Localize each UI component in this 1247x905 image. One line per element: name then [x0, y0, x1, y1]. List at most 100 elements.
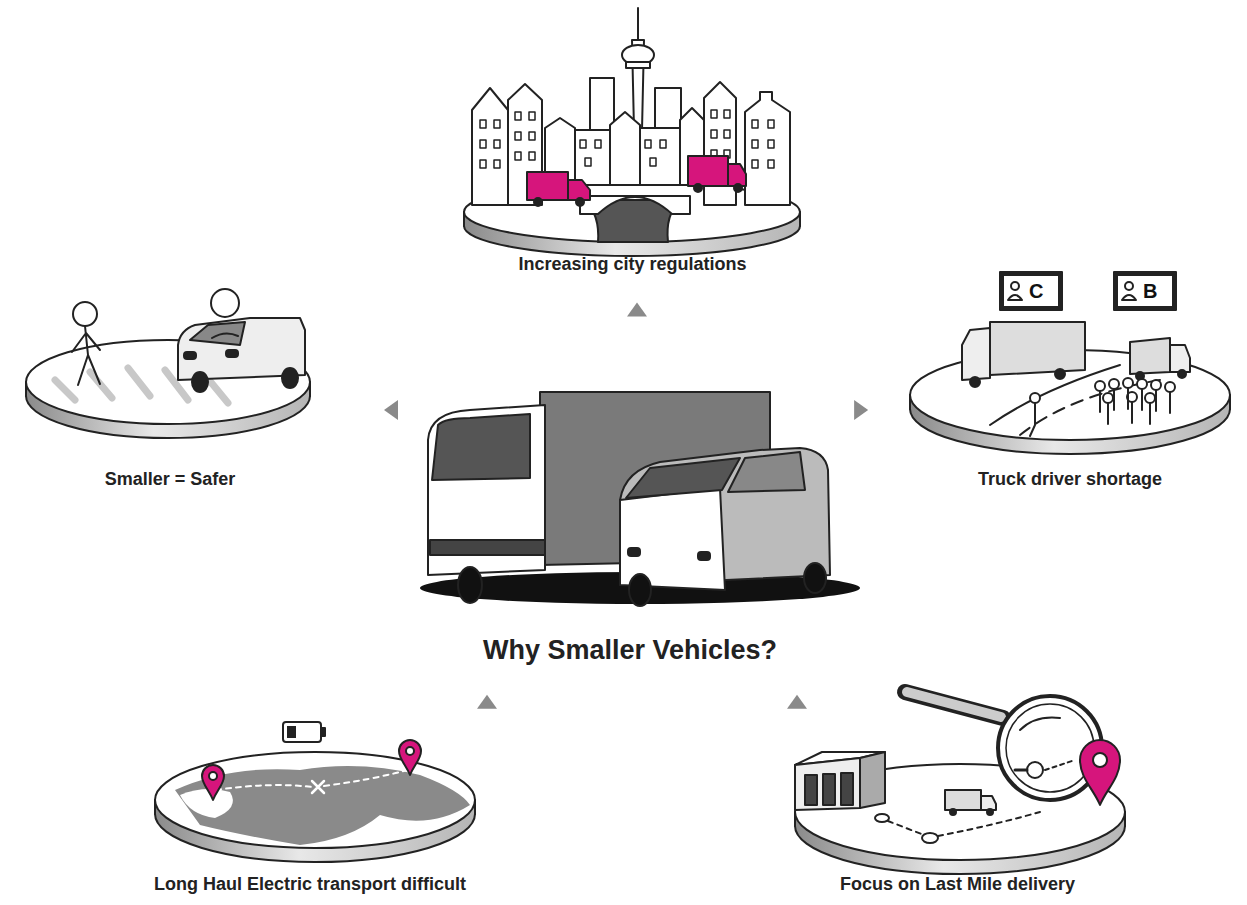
driver-shortage-illustration	[1095, 381, 1105, 391]
vehicles-illustration	[626, 458, 740, 498]
city-illustration	[480, 110, 774, 168]
last-mile-illustration	[987, 809, 993, 815]
last-mile-illustration	[795, 692, 1125, 874]
city-illustration	[626, 62, 650, 68]
last-mile-illustration	[823, 774, 835, 805]
safety-illustration	[211, 289, 239, 317]
city-illustration	[688, 156, 728, 186]
last-mile-illustration	[905, 692, 1003, 718]
last-mile-illustration	[875, 814, 889, 822]
last-mile-illustration	[1080, 740, 1120, 805]
last-mile-illustration	[1045, 760, 1075, 770]
driver-shortage-illustration	[1020, 380, 1160, 435]
driver-shortage-illustration	[1145, 393, 1155, 403]
city-illustration	[494, 160, 500, 168]
safety-illustration	[282, 368, 298, 388]
driver-shortage-illustration	[1125, 282, 1133, 290]
city-illustration	[515, 132, 521, 140]
long-haul-map-illustration	[180, 789, 233, 818]
illustration	[26, 8, 1230, 874]
vehicles-illustration	[428, 405, 545, 575]
long-haul-map-illustration	[209, 772, 217, 780]
city-illustration	[637, 8, 639, 40]
direction-arrow	[627, 302, 647, 316]
central-topic: Why Smaller Vehicles?	[420, 385, 840, 670]
city-illustration	[494, 140, 500, 148]
city-illustration	[645, 140, 651, 148]
city-illustration	[745, 92, 790, 205]
arrow-triangle	[787, 695, 807, 709]
city-illustration	[580, 196, 690, 214]
city-illustration	[568, 180, 590, 200]
driver-shortage-illustration	[1118, 276, 1172, 306]
driver-shortage-illustration	[1095, 378, 1175, 403]
arrow-triangle	[384, 400, 398, 420]
city-illustration	[576, 198, 584, 206]
driver-shortage-illustration	[1000, 272, 1062, 310]
driver-shortage-illustration	[1030, 403, 1035, 436]
last-mile-illustration	[907, 692, 1001, 717]
city-illustration	[580, 140, 586, 148]
vehicles-illustration	[430, 540, 545, 555]
driver-shortage-illustration	[1103, 393, 1113, 403]
reason-platform: Long Haul Electric transport difficult	[105, 715, 515, 900]
city-illustration	[711, 130, 717, 138]
vehicles-illustration	[432, 414, 530, 480]
driver-shortage-illustration	[1011, 282, 1019, 290]
last-mile-illustration	[945, 790, 981, 810]
city-illustration	[472, 88, 508, 205]
city-illustration	[480, 160, 486, 168]
driver-shortage-illustration	[1170, 345, 1190, 372]
last-mile-illustration	[795, 758, 860, 810]
driver-shortage-illustration	[1178, 370, 1186, 378]
city-illustration	[464, 8, 800, 256]
last-mile-illustration	[1015, 769, 1027, 772]
driver-shortage-illustration	[1130, 338, 1170, 374]
city-illustration	[515, 152, 521, 160]
city-illustration	[529, 152, 535, 160]
last-mile-illustration	[888, 821, 924, 835]
driver-shortage-illustration	[1137, 379, 1147, 389]
vehicles-illustration	[698, 552, 710, 560]
safety-illustration	[72, 326, 100, 385]
city-illustration	[752, 140, 758, 148]
city-illustration	[728, 164, 746, 186]
safety-illustration	[226, 350, 238, 357]
vehicles-illustration	[420, 392, 860, 606]
city-illustration	[724, 110, 730, 118]
vehicles-illustration	[458, 567, 482, 603]
city-illustration	[768, 160, 774, 168]
safety-illustration	[26, 289, 310, 438]
last-mile-illustration	[841, 773, 853, 805]
driver-shortage-illustration	[962, 328, 990, 380]
city-illustration	[660, 140, 666, 148]
city-illustration	[480, 120, 486, 128]
driver-shortage-illustration	[1030, 393, 1040, 403]
driver-shortage-illustration	[990, 322, 1085, 375]
long-haul-map-illustration	[321, 728, 325, 736]
city-illustration	[534, 198, 542, 206]
last-mile-illustration	[860, 752, 885, 808]
last-mile-illustration	[1006, 704, 1094, 792]
city-illustration	[694, 184, 702, 192]
vehicles-illustration	[628, 548, 640, 556]
safety-illustration	[192, 372, 208, 392]
reason-caption: Smaller = Safer	[105, 469, 236, 491]
driver-shortage-illustration	[970, 377, 980, 387]
city-illustration	[610, 112, 640, 185]
driver-shortage-illustration	[1055, 369, 1065, 379]
driver-shortage-illustration	[1151, 380, 1161, 390]
long-haul-map-illustration	[202, 765, 224, 800]
arrow-triangle	[854, 400, 868, 420]
city-illustration	[529, 132, 535, 140]
last-mile-illustration	[950, 809, 956, 815]
long-haul-map-illustration	[312, 781, 324, 793]
safety-illustration	[212, 333, 238, 338]
last-mile-illustration	[805, 775, 817, 805]
direction-arrow	[477, 695, 497, 709]
city-illustration	[585, 158, 591, 166]
driver-shortage-illustration	[1008, 295, 1022, 300]
city-illustration	[752, 120, 758, 128]
long-haul-map-illustration	[287, 726, 296, 738]
city-illustration	[711, 110, 717, 118]
